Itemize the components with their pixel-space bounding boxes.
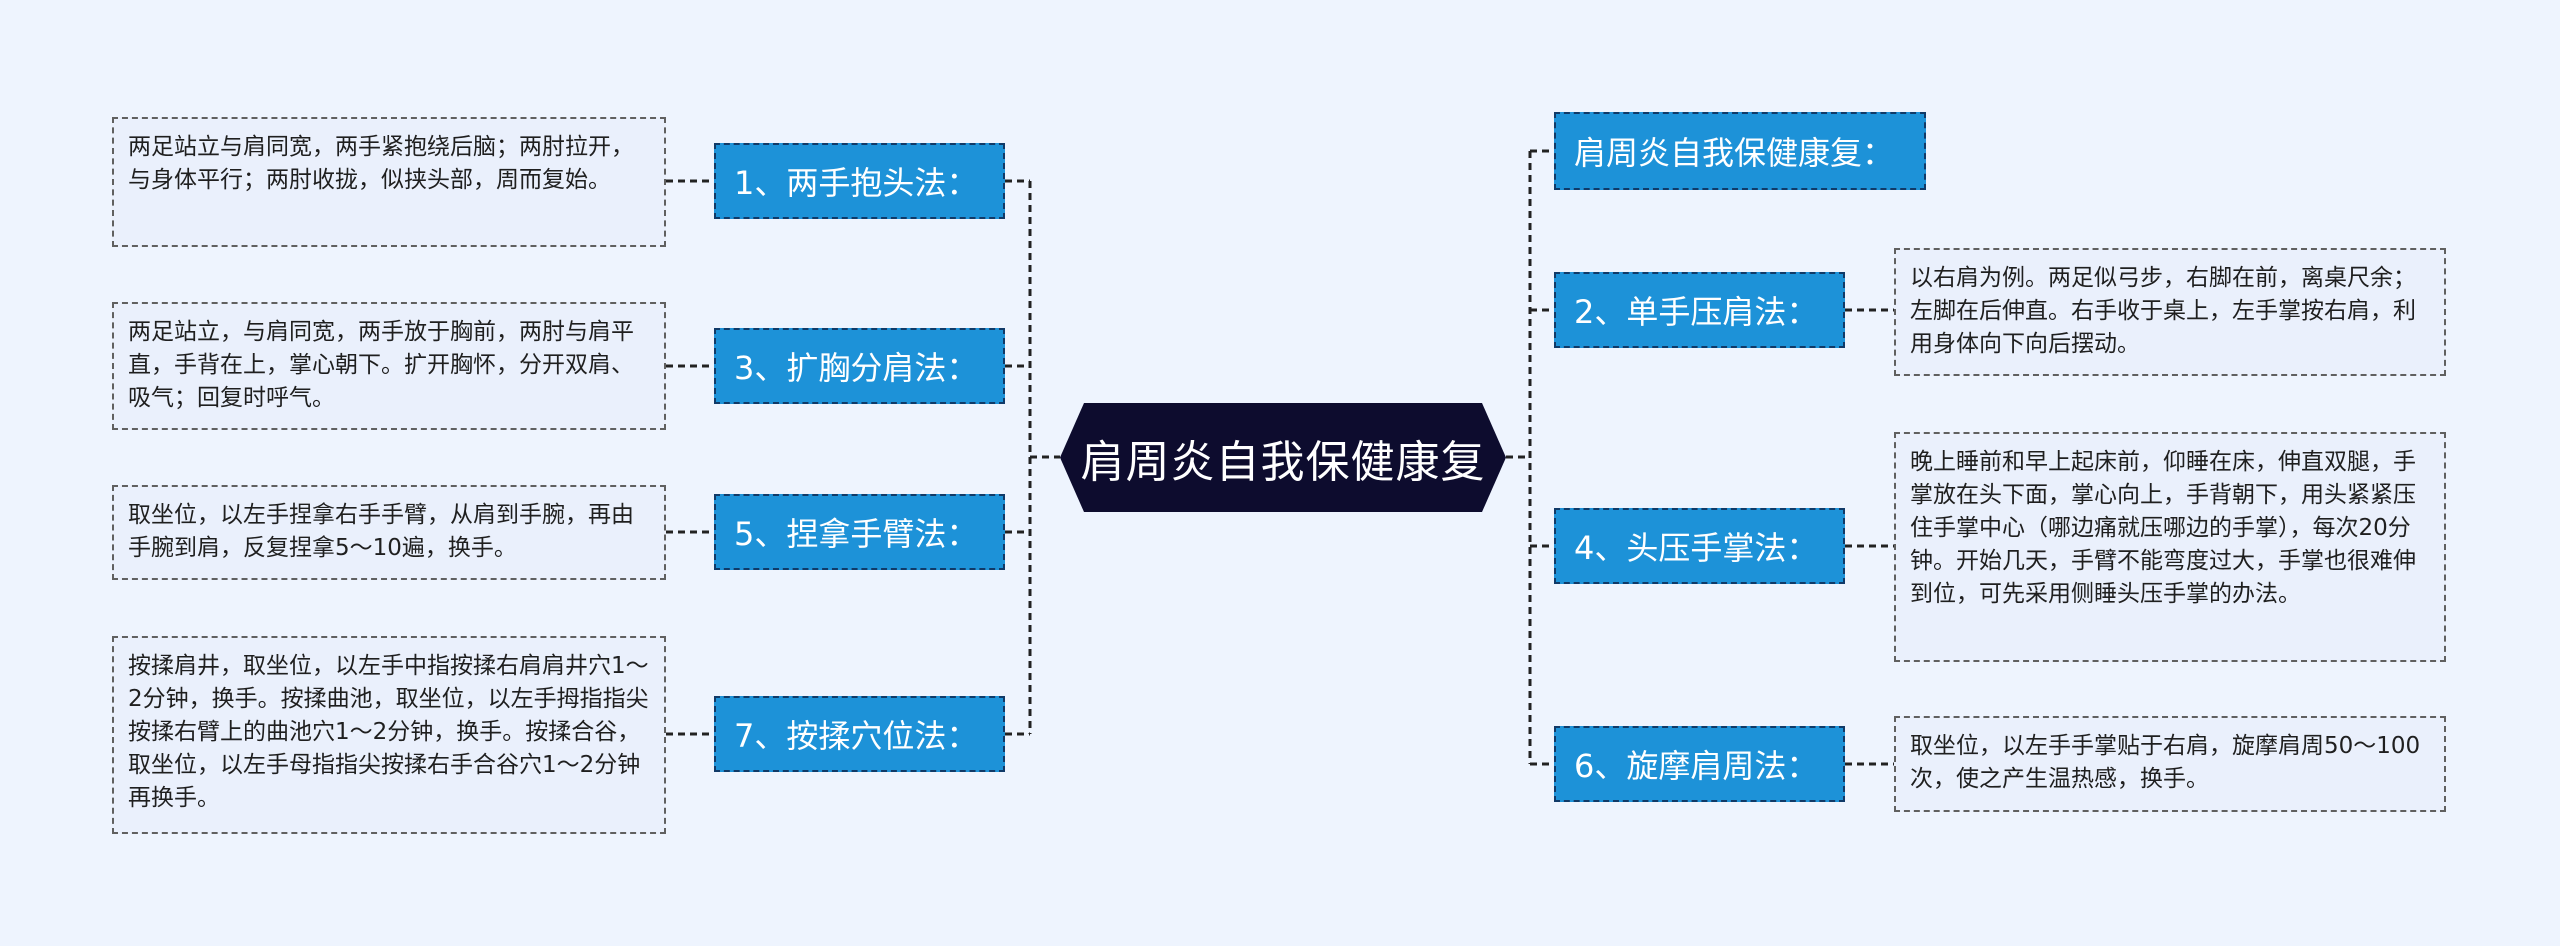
branch-label: 肩周炎自我保健康复： xyxy=(1574,134,1895,172)
branch-label: 6、旋摩肩周法： xyxy=(1574,747,1819,785)
leaf-text: 以右肩为例。两足似弓步，右脚在前，离桌尺余；左脚在后伸直。右手收于桌上，左手掌按… xyxy=(1910,265,2416,357)
branch-label: 4、头压手掌法： xyxy=(1574,529,1819,567)
branch-2-single-hand-press[interactable]: 2、单手压肩法： xyxy=(1554,272,1845,348)
branch-4-head-press-palm[interactable]: 4、头压手掌法： xyxy=(1554,508,1845,584)
branch-title-self-care[interactable]: 肩周炎自我保健康复： xyxy=(1554,112,1926,190)
branch-label: 3、扩胸分肩法： xyxy=(734,349,979,387)
leaf-2-detail: 以右肩为例。两足似弓步，右脚在前，离桌尺余；左脚在后伸直。右手收于桌上，左手掌按… xyxy=(1894,248,2446,376)
branch-label: 2、单手压肩法： xyxy=(1574,293,1819,331)
leaf-text: 两足站立与肩同宽，两手紧抱绕后脑；两肘拉开，与身体平行；两肘收拢，似挟头部，周而… xyxy=(128,134,634,193)
branch-label: 1、两手抱头法： xyxy=(734,164,979,202)
branch-5-arm-kneading[interactable]: 5、捏拿手臂法： xyxy=(714,494,1005,570)
leaf-3-detail: 两足站立，与肩同宽，两手放于胸前，两肘与肩平直，手背在上，掌心朝下。扩开胸怀，分… xyxy=(112,302,666,430)
leaf-5-detail: 取坐位，以左手捏拿右手手臂，从肩到手腕，再由手腕到肩，反复捏拿5～10遍，换手。 xyxy=(112,485,666,580)
leaf-6-detail: 取坐位，以左手手掌贴于右肩，旋摩肩周50～100次，使之产生温热感，换手。 xyxy=(1894,716,2446,812)
leaf-text: 两足站立，与肩同宽，两手放于胸前，两肘与肩平直，手背在上，掌心朝下。扩开胸怀，分… xyxy=(128,319,634,411)
branch-label: 5、捏拿手臂法： xyxy=(734,515,979,553)
leaf-7-detail: 按揉肩井，取坐位，以左手中指按揉右肩肩井穴1～2分钟，换手。按揉曲池，取坐位，以… xyxy=(112,636,666,834)
leaf-4-detail: 晚上睡前和早上起床前，仰睡在床，伸直双腿，手掌放在头下面，掌心向上，手背朝下，用… xyxy=(1894,432,2446,662)
central-topic-label: 肩周炎自我保健康复 xyxy=(1080,436,1486,488)
leaf-text: 取坐位，以左手捏拿右手手臂，从肩到手腕，再由手腕到肩，反复捏拿5～10遍，换手。 xyxy=(128,502,634,561)
leaf-text: 取坐位，以左手手掌贴于右肩，旋摩肩周50～100次，使之产生温热感，换手。 xyxy=(1910,733,2421,792)
branch-6-shoulder-rubbing[interactable]: 6、旋摩肩周法： xyxy=(1554,726,1845,802)
leaf-1-detail: 两足站立与肩同宽，两手紧抱绕后脑；两肘拉开，与身体平行；两肘收拢，似挟头部，周而… xyxy=(112,117,666,247)
branch-1-two-hands-hold-head[interactable]: 1、两手抱头法： xyxy=(714,143,1005,219)
leaf-text: 晚上睡前和早上起床前，仰睡在床，伸直双腿，手掌放在头下面，掌心向上，手背朝下，用… xyxy=(1910,449,2416,607)
central-topic[interactable]: 肩周炎自我保健康复 xyxy=(1060,403,1506,512)
branch-label: 7、按揉穴位法： xyxy=(734,717,979,755)
leaf-text: 按揉肩井，取坐位，以左手中指按揉右肩肩井穴1～2分钟，换手。按揉曲池，取坐位，以… xyxy=(128,653,649,811)
branch-3-chest-expansion[interactable]: 3、扩胸分肩法： xyxy=(714,328,1005,404)
branch-7-acupoint-massage[interactable]: 7、按揉穴位法： xyxy=(714,696,1005,772)
